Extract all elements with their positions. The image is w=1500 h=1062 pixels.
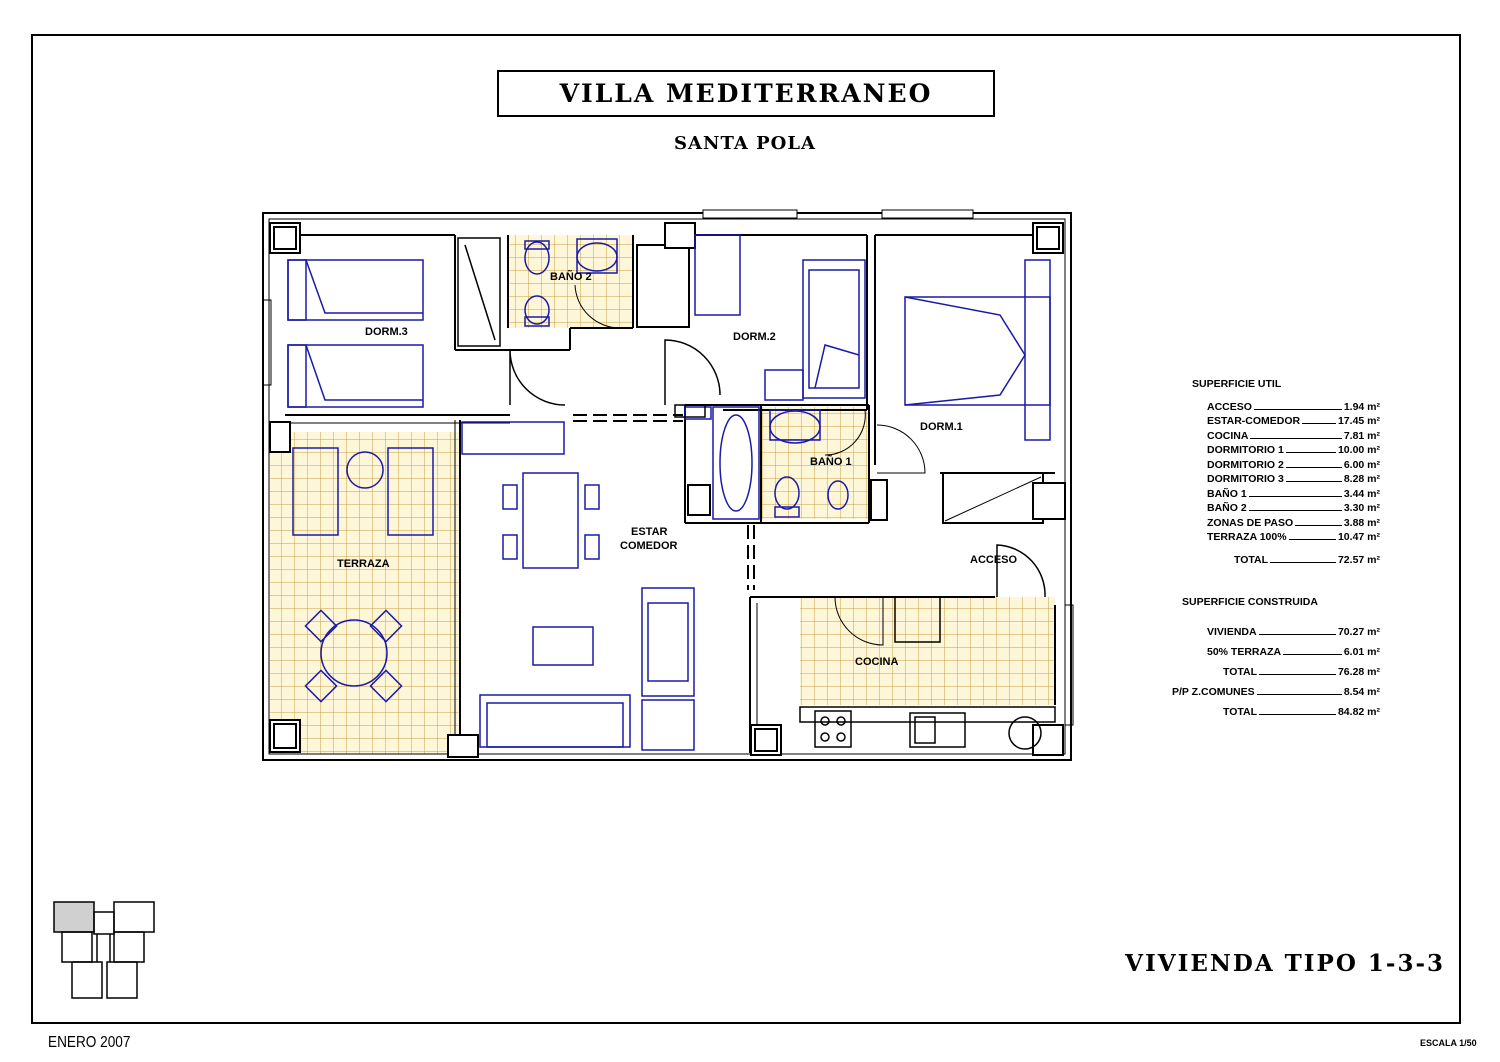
superficie-construida-title: SUPERFICIE CONSTRUIDA <box>1182 595 1318 608</box>
label-estar: ESTAR <box>631 526 668 538</box>
cocina-tiles <box>800 597 1055 705</box>
label-dorm1: DORM.1 <box>920 421 963 433</box>
bano2-tiles <box>508 235 633 328</box>
drawing-scale: ESCALA 1/50 <box>1420 1038 1477 1048</box>
superficie-util-title: SUPERFICIE UTIL <box>1192 378 1282 390</box>
building-key-map <box>53 901 155 999</box>
page-title: VILLA MEDITERRANEO <box>559 79 933 108</box>
label-bano2: BAÑO 2 <box>550 270 592 283</box>
title-box: VILLA MEDITERRANEO <box>497 70 995 117</box>
label-dorm3: DORM.3 <box>365 326 408 338</box>
drawing-date: ENERO 2007 <box>48 1034 131 1051</box>
label-comedor: COMEDOR <box>620 540 678 552</box>
label-bano1: BAÑO 1 <box>810 455 852 468</box>
area-row: TERRAZA 100%10.47 m² <box>1207 531 1380 543</box>
bano1-tiles <box>761 407 869 519</box>
label-terraza: TERRAZA <box>337 558 390 570</box>
label-acceso: ACCESO <box>970 554 1018 566</box>
terraza-tiles <box>270 432 460 754</box>
dwelling-type-label: VIVIENDA TIPO 1-3-3 <box>1125 950 1445 977</box>
label-cocina: COCINA <box>855 656 898 668</box>
page-subtitle: SANTA POLA <box>674 133 816 154</box>
floor-plan: DORM.3 BAÑO 2 DORM.2 DORM.1 BAÑO 1 TERRA… <box>262 209 1074 761</box>
label-dorm2: DORM.2 <box>733 331 776 343</box>
drawing-frame <box>31 34 1461 1024</box>
